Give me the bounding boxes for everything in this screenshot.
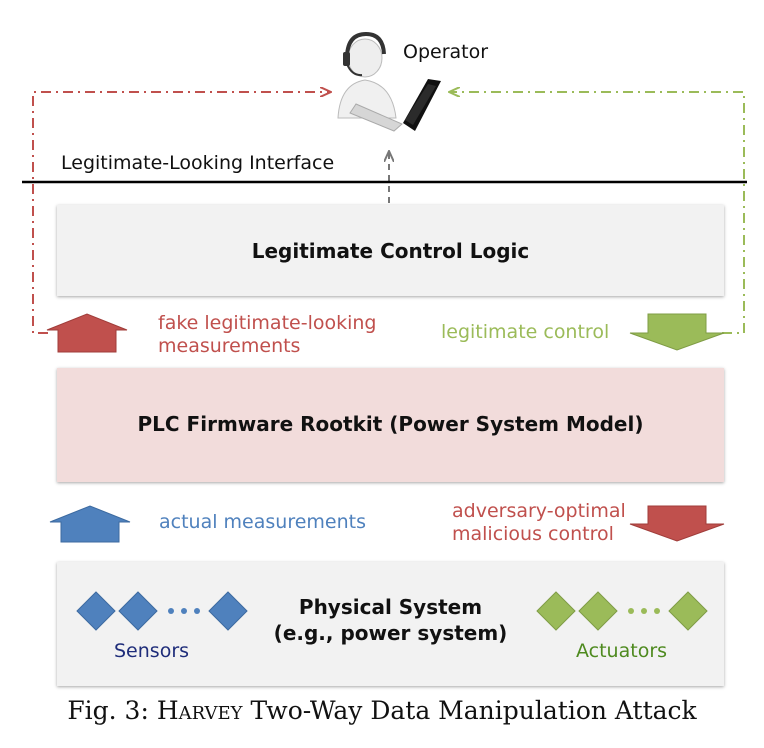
actual-measurements-arrow: [49, 505, 131, 543]
fake-measurements-line2: measurements: [158, 335, 301, 358]
physical-system-line2: (e.g., power system): [273, 621, 508, 645]
rootkit-box: PLC Firmware Rootkit (Power System Model…: [57, 368, 724, 482]
caption-name: Harvey: [156, 696, 243, 725]
control-logic-box: Legitimate Control Logic: [57, 205, 724, 296]
physical-system-box: Physical System (e.g., power system): [57, 562, 724, 686]
sensors-label: Sensors: [114, 640, 190, 662]
actual-measurements-label: actual measurements: [159, 511, 366, 533]
fake-measurements-line1: fake legitimate-looking: [158, 312, 377, 334]
legitimate-control-label: legitimate control: [441, 321, 610, 343]
malicious-control-line2: malicious control: [452, 523, 614, 546]
actuators-label: Actuators: [576, 640, 668, 662]
fake-measurements-label: fake legitimate-looking measurements: [158, 312, 376, 358]
control-logic-label: Legitimate Control Logic: [251, 239, 530, 263]
operator-label: Operator: [403, 41, 489, 63]
physical-system-line1: Physical System: [298, 595, 483, 619]
fake-measurements-loop-line: [32, 92, 330, 334]
malicious-control-line1: adversary-optimal: [452, 500, 626, 522]
operator-icon: [337, 31, 441, 132]
fake-measurements-arrow: [46, 313, 128, 353]
malicious-control-label: adversary-optimal malicious control: [452, 500, 626, 546]
legitimate-control-arrow: [629, 313, 725, 351]
interface-label: Legitimate-Looking Interface: [61, 152, 335, 174]
caption-suffix: Two-Way Data Manipulation Attack: [242, 696, 697, 725]
rootkit-label: PLC Firmware Rootkit (Power System Model…: [137, 412, 644, 436]
physical-system-label: Physical System (e.g., power system): [57, 594, 724, 646]
malicious-control-arrow: [629, 505, 725, 542]
figure-caption: Fig. 3: Harvey Two-Way Data Manipulation…: [0, 696, 764, 725]
caption-prefix: Fig. 3:: [67, 696, 157, 725]
